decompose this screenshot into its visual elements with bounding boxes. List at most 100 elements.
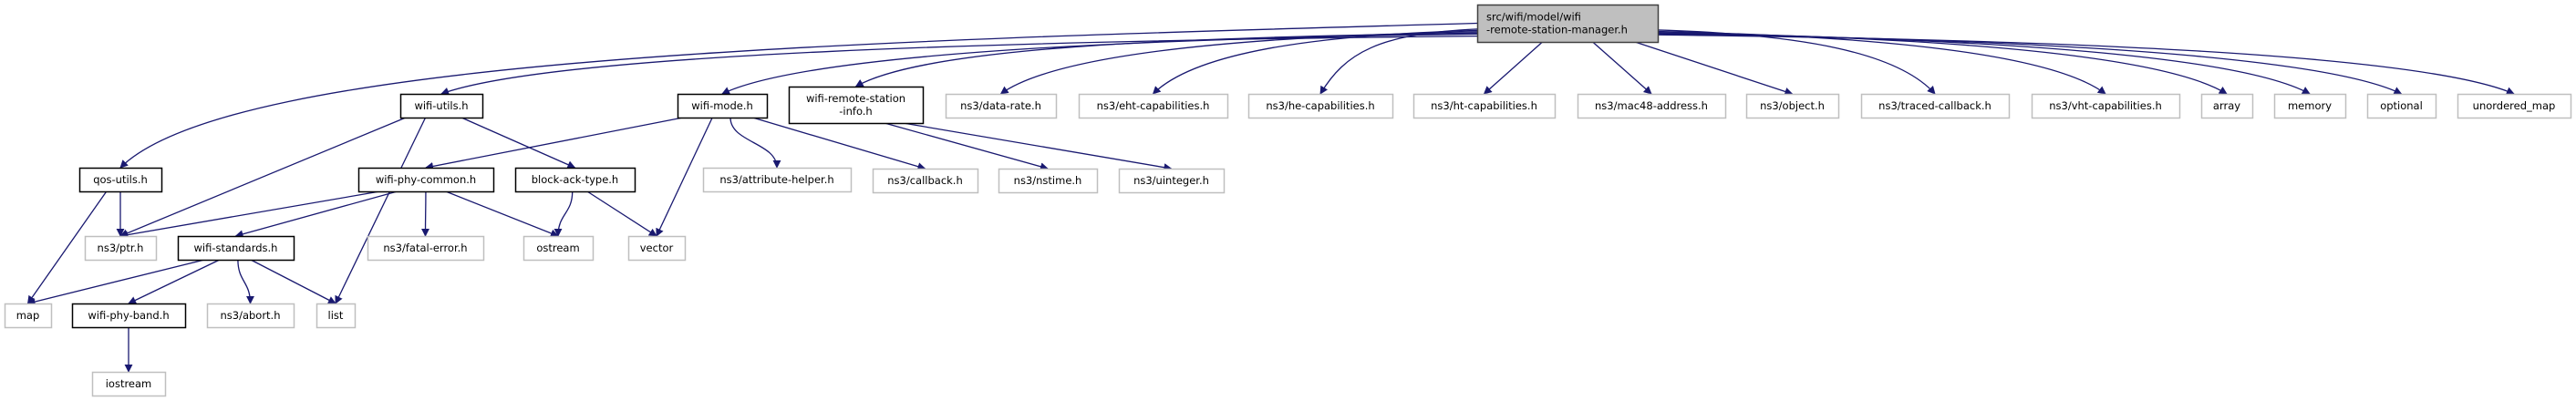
edge-wifi-utils-to-ptr (119, 117, 407, 238)
node-wifi-standards[interactable]: wifi-standards.h (177, 235, 295, 262)
node-wifi-utils[interactable]: wifi-utils.h (399, 93, 484, 119)
edge-wifi-mode-to-attribute-helper (729, 117, 781, 169)
node-unordered_map: unordered_map (2457, 93, 2572, 119)
node-qos-utils[interactable]: qos-utils.h (78, 167, 163, 193)
node-map: map (4, 303, 53, 329)
edge-main-to-mac48-address (1592, 41, 1652, 95)
node-box (522, 235, 595, 262)
edge-wifi-standards-to-map (26, 259, 205, 306)
edge-wifi-utils-to-list (335, 117, 427, 304)
node-wifi-phy-common[interactable]: wifi-phy-common.h (357, 167, 495, 193)
node-label: src/wifi/model/wifi (1486, 11, 1581, 24)
node-label: list (328, 309, 344, 322)
node-label: unordered_map (2473, 99, 2556, 112)
node-box (872, 168, 979, 194)
edge-main-to-wifi-utils (440, 35, 1478, 96)
node-box (4, 303, 53, 329)
edge-qos-utils-to-map (26, 190, 108, 304)
node-fatal-error: ns3/fatal-error.h (367, 235, 485, 262)
node-traced-callback: ns3/traced-callback.h (1860, 93, 2011, 119)
node-vht-capabilities: ns3/vht-capabilities.h (2031, 93, 2181, 119)
node-iostream: iostream (91, 371, 167, 397)
node-label: iostream (106, 377, 152, 390)
node-block-ack-type[interactable]: block-ack-type.h (514, 167, 636, 193)
node-label: wifi-mode.h (691, 99, 753, 112)
node-box (945, 93, 1058, 119)
edge-main-to-ht-capabilities (1483, 41, 1543, 95)
edge-wifi-standards-to-list (250, 259, 336, 304)
node-label: ns3/traced-callback.h (1878, 99, 1991, 112)
node-box (514, 167, 636, 193)
edge-wifi-standards-to-wifi-phy-band (128, 259, 221, 304)
node-object: ns3/object.h (1745, 93, 1840, 119)
node-wifi-remote-station-info[interactable]: wifi-remote-station-info.h (788, 86, 925, 125)
edge-wifi-phy-common-to-ostream (445, 190, 559, 238)
edge-wifi-standards-to-abort (237, 259, 254, 304)
node-box (2366, 93, 2437, 119)
node-box (702, 167, 853, 193)
edge-main-to-eht-capabilities (1152, 29, 1478, 95)
edge-wifi-mode-to-callback (752, 117, 926, 171)
node-box (177, 235, 295, 262)
node-box (2273, 93, 2347, 119)
node-box (1476, 4, 1660, 44)
edge-wifi-mode-to-wifi-phy-common (425, 117, 684, 170)
node-label: vector (640, 242, 674, 254)
node-label: wifi-phy-band.h (88, 309, 169, 322)
node-label: ns3/mac48-address.h (1595, 99, 1708, 112)
node-array: array (2200, 93, 2254, 119)
node-callback: ns3/callback.h (872, 168, 979, 194)
node-label: qos-utils.h (93, 173, 148, 186)
node-box (2031, 93, 2181, 119)
edge-main-to-he-capabilities (1319, 28, 1478, 95)
node-mac48-address: ns3/mac48-address.h (1577, 93, 1727, 119)
node-box (399, 93, 484, 119)
node-label: -info.h (839, 105, 872, 118)
edge-main-to-data-rate (999, 31, 1478, 95)
node-label: ns3/ht-capabilities.h (1431, 99, 1537, 112)
node-label: map (16, 309, 40, 322)
node-ptr: ns3/ptr.h (84, 235, 158, 262)
node-wifi-phy-band[interactable]: wifi-phy-band.h (71, 303, 187, 329)
edge-wifi-remote-station-info-to-uinteger (903, 122, 1173, 172)
node-box (206, 303, 295, 329)
node-box (788, 86, 925, 125)
node-label: block-ack-type.h (532, 173, 618, 186)
node-nstime: ns3/nstime.h (998, 168, 1099, 194)
edge-main-to-vht-capabilities (1657, 30, 2106, 95)
node-box (677, 93, 769, 119)
node-box (2200, 93, 2254, 119)
node-wifi-mode[interactable]: wifi-mode.h (677, 93, 769, 119)
node-attribute-helper: ns3/attribute-helper.h (702, 167, 853, 193)
edge-wifi-mode-to-vector (656, 117, 713, 237)
edge-wifi-phy-common-to-wifi-standards (234, 190, 398, 239)
edges-layer (26, 22, 2515, 373)
node-label: wifi-remote-station (806, 92, 905, 105)
node-label: wifi-utils.h (414, 99, 468, 112)
node-box (1745, 93, 1840, 119)
node-label: ns3/he-capabilities.h (1266, 99, 1374, 112)
node-label: ns3/uinteger.h (1133, 174, 1209, 187)
node-label: ns3/data-rate.h (960, 99, 1041, 112)
node-box (1412, 93, 1557, 119)
node-label: ns3/object.h (1760, 99, 1825, 112)
edge-main-to-object (1634, 41, 1794, 96)
node-box (316, 303, 357, 329)
edge-wifi-phy-common-to-ptr (119, 190, 380, 240)
edge-block-ack-type-to-ostream (553, 190, 574, 237)
node-main[interactable]: src/wifi/model/wifi-remote-station-manag… (1476, 4, 1660, 44)
node-abort: ns3/abort.h (206, 303, 295, 329)
node-label: ostream (536, 242, 579, 254)
node-box (1577, 93, 1727, 119)
node-box (998, 168, 1099, 194)
node-box (1860, 93, 2011, 119)
node-label: ns3/nstime.h (1014, 174, 1082, 187)
node-optional: optional (2366, 93, 2437, 119)
node-box (2457, 93, 2572, 119)
node-box (71, 303, 187, 329)
node-label: ns3/callback.h (887, 174, 963, 187)
node-list: list (316, 303, 357, 329)
node-box (1118, 168, 1226, 194)
edge-main-to-qos-utils (119, 22, 1478, 169)
